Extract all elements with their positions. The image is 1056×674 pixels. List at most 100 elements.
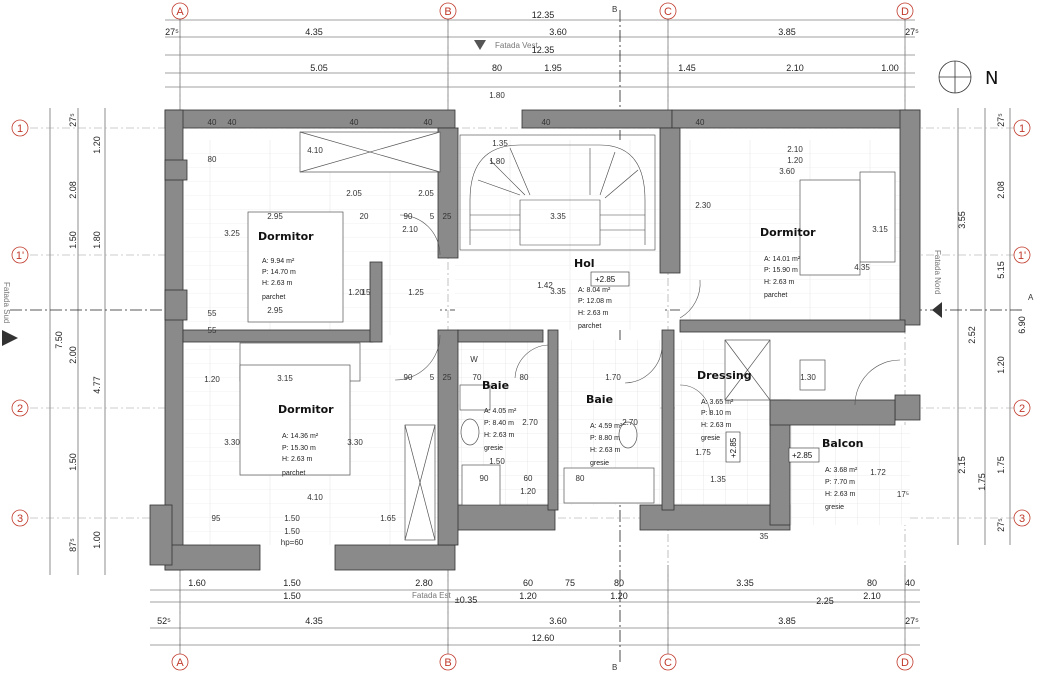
dim-label: 2.95 xyxy=(267,212,283,221)
dim-label: 3.85 xyxy=(778,27,796,37)
dim-label: 1.20 xyxy=(204,375,220,384)
dim-label: 25 xyxy=(443,373,452,382)
dim-label: 1.72 xyxy=(870,468,886,477)
compass-label: N xyxy=(985,68,998,89)
axis-label-2-right: 2 xyxy=(1019,403,1025,415)
dim-label: 2.10 xyxy=(402,225,418,234)
dim-label: 1.95 xyxy=(544,63,562,73)
dim-label: 35 xyxy=(760,532,769,541)
dim-label: 27⁵ xyxy=(996,518,1006,532)
dim-label: 1.65 xyxy=(380,514,396,523)
room-finish: gresie xyxy=(590,460,609,467)
dim-label: 1.00 xyxy=(881,63,899,73)
dim-label: 80 xyxy=(867,578,877,588)
inner-dimension-text: 40 40 40 40 40 40 4.10 80 2.05 2.05 2.95… xyxy=(204,91,909,547)
dim-label: 40 xyxy=(905,578,915,588)
dim-label: 2.05 xyxy=(418,189,434,198)
dim-label: 4.10 xyxy=(307,146,323,155)
dim-label: 5 xyxy=(430,212,435,221)
dim-label: 1.20 xyxy=(519,591,537,601)
dim-label: 40 xyxy=(208,118,217,127)
room-name: Hol xyxy=(574,257,595,270)
dim-label: 2.08 xyxy=(996,181,1006,199)
dim-label: 17⁵ xyxy=(897,490,909,499)
dim-label: 3.30 xyxy=(347,438,363,447)
room-perimeter: P: 14.70 m xyxy=(262,269,296,276)
dim-label: 4.35 xyxy=(305,616,323,626)
dim-label: 1.75 xyxy=(977,473,987,491)
dim-label: 87⁵ xyxy=(68,538,78,552)
dim-label: 1.35 xyxy=(710,475,726,484)
dim-label: 80 xyxy=(576,474,585,483)
dim-label: 90 xyxy=(404,212,413,221)
dim-label: 1.50 xyxy=(283,578,301,588)
room-height: H: 2.63 m xyxy=(825,491,856,498)
dim-label: 3.55 xyxy=(957,211,967,229)
dim-label: 55 xyxy=(208,326,217,335)
dim-label: 1.50 xyxy=(284,527,300,536)
dim-label: 1.80 xyxy=(489,91,505,100)
room-height: H: 2.63 m xyxy=(701,422,732,429)
axis-label-1-left: 1 xyxy=(17,123,23,135)
dim-label: 3.85 xyxy=(778,616,796,626)
dim-label: 3.35 xyxy=(550,287,566,296)
room-perimeter: P: 15.30 m xyxy=(282,445,316,452)
dim-label: 1.20 xyxy=(348,288,364,297)
dim-label: hp=60 xyxy=(281,538,304,547)
dim-label: 1.20 xyxy=(92,136,102,154)
room-area: A: 3.68 m² xyxy=(825,467,858,474)
dim-label: 2.00 xyxy=(68,346,78,364)
dim-label: 80 xyxy=(614,578,624,588)
dim-label: 1.35 xyxy=(492,139,508,148)
room-perimeter: P: 15.90 m xyxy=(764,267,798,274)
dim-label: W xyxy=(470,355,478,364)
room-height: H: 2.63 m xyxy=(282,456,313,463)
dim-label: 60 xyxy=(523,578,533,588)
axis-label-b-bottom: B xyxy=(444,657,451,669)
dim-label: 60 xyxy=(524,474,533,483)
walls xyxy=(149,109,921,571)
dim-label: 80 xyxy=(492,63,502,73)
section-mark-top: B xyxy=(612,5,617,14)
dim-label: 2.70 xyxy=(622,418,638,427)
dim-label: 4.10 xyxy=(307,493,323,502)
room-finish: parchet xyxy=(578,323,601,330)
dim-label: 2.08 xyxy=(68,181,78,199)
dim-label: 2.10 xyxy=(863,591,881,601)
room-name: Dormitor xyxy=(278,403,334,416)
dim-label: 1.50 xyxy=(283,591,301,601)
dim-total-left: 7.50 xyxy=(54,331,64,349)
dim-total-top: 12.35 xyxy=(532,10,555,20)
compass-icon: N xyxy=(938,60,998,94)
dim-label: 75 xyxy=(565,578,575,588)
dim-label: 80 xyxy=(208,155,217,164)
dim-label: 1.60 xyxy=(188,578,206,588)
dim-label: 27⁵ xyxy=(996,113,1006,127)
level-mark: +2.85 xyxy=(792,451,813,460)
dim-label: 3.15 xyxy=(277,374,293,383)
room-area: A: 8.04 m² xyxy=(578,287,611,294)
dim-label: 95 xyxy=(212,514,221,523)
top-dimension-lines xyxy=(165,15,915,112)
dim-label: 4.35 xyxy=(854,263,870,272)
dim-label: 2.05 xyxy=(346,189,362,198)
dim-label: 4.35 xyxy=(305,27,323,37)
dim-label: 90 xyxy=(480,474,489,483)
dim-label: 1.50 xyxy=(68,231,78,249)
level-ground: ±0.35 xyxy=(455,595,477,605)
dim-label: 27⁵ xyxy=(905,616,919,626)
axis-label-1p-left: 1' xyxy=(16,250,24,262)
room-name: Balcon xyxy=(822,437,864,450)
room-area: A: 14.36 m² xyxy=(282,433,319,440)
dim-label: 25 xyxy=(443,212,452,221)
dim-label: 3.30 xyxy=(224,438,240,447)
room-finish: parchet xyxy=(282,470,305,477)
dim-label: 3.60 xyxy=(779,167,795,176)
dim-label: 2.25 xyxy=(816,596,834,606)
dim-label: 2.70 xyxy=(522,418,538,427)
dim-label: 2.95 xyxy=(267,306,283,315)
room-name: Dormitor xyxy=(258,230,314,243)
dim-label: 3.25 xyxy=(224,229,240,238)
room-area: A: 14.01 m² xyxy=(764,256,801,263)
